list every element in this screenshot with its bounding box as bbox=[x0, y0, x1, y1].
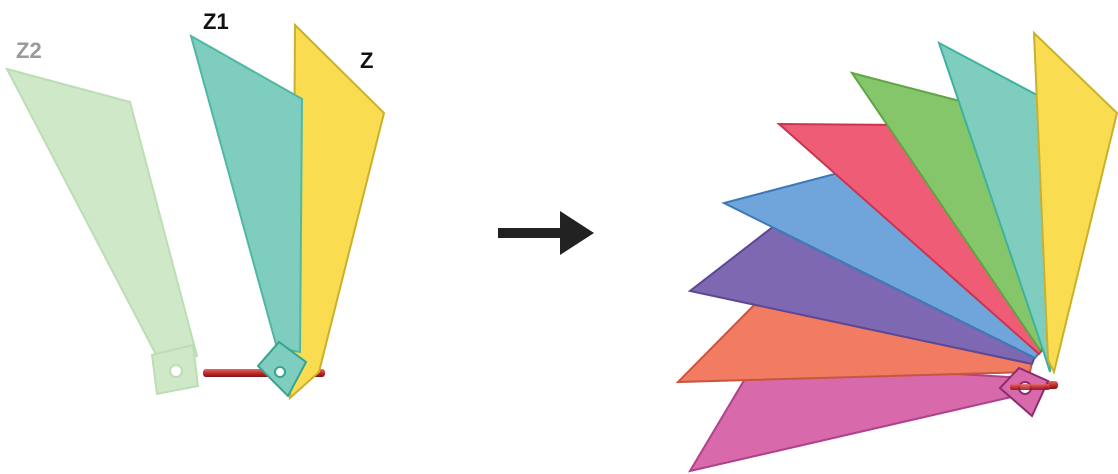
blade-teal bbox=[937, 40, 1054, 373]
hub-icon bbox=[998, 366, 1050, 418]
label-z1: Z1 bbox=[203, 9, 229, 34]
blade-yellow bbox=[1032, 30, 1118, 375]
label-z2: Z2 bbox=[16, 38, 42, 63]
blade-z2 bbox=[5, 67, 200, 396]
right-panel bbox=[675, 30, 1118, 473]
blade-z1 bbox=[189, 33, 308, 398]
blade-z bbox=[288, 22, 386, 401]
label-z: Z bbox=[360, 48, 373, 73]
transform-arrow-icon bbox=[498, 211, 594, 255]
left-panel: Z2 Z1 Z bbox=[5, 9, 386, 401]
